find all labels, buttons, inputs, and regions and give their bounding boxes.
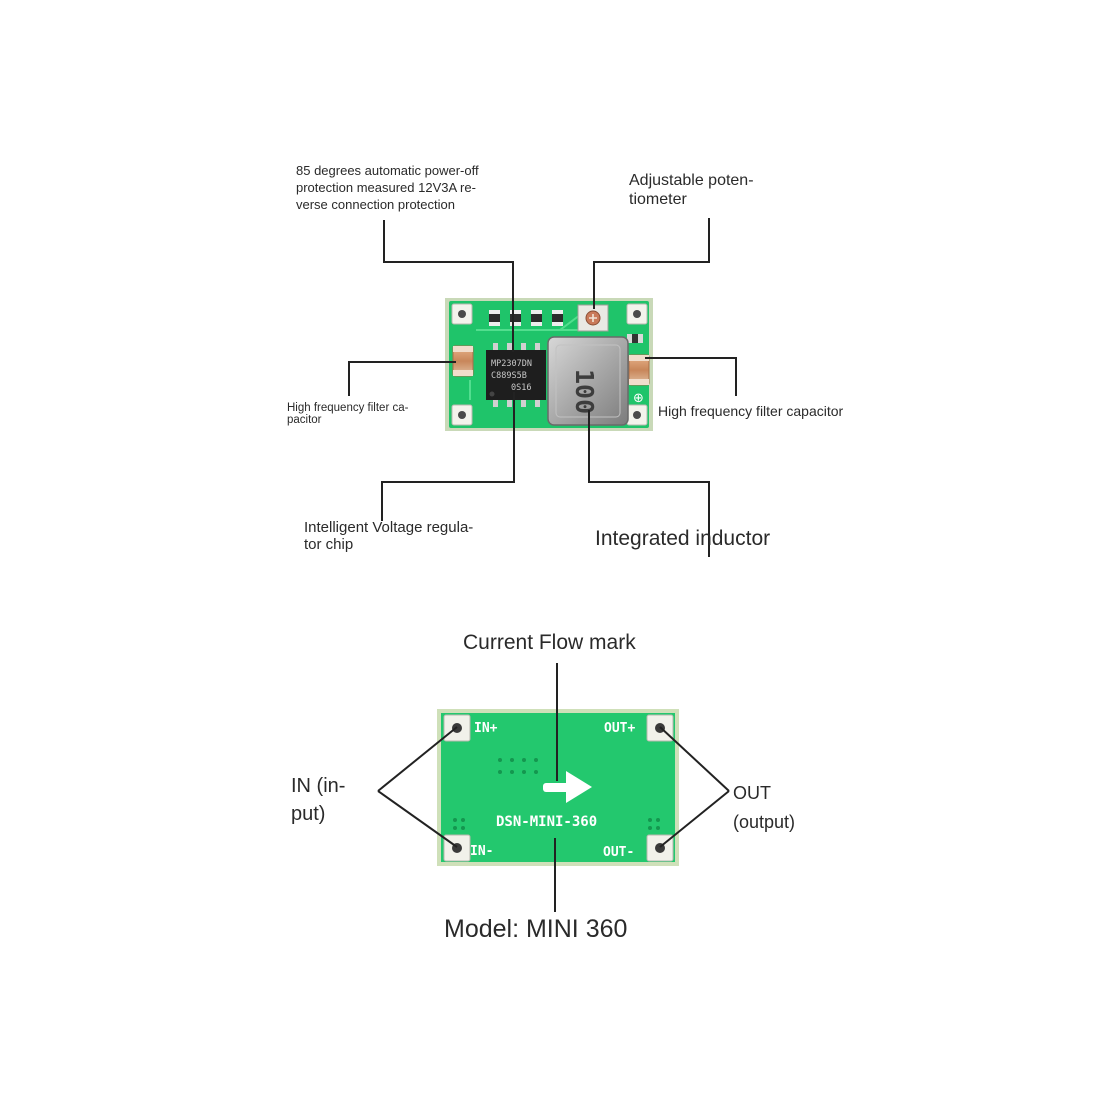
- leader-lines: [348, 218, 737, 912]
- leader-in-plus: [377, 726, 458, 792]
- chip-marking-1: MP2307DN: [491, 359, 532, 369]
- chip-marking-3: 0S16: [511, 383, 531, 393]
- label-input: IN (in- put): [291, 775, 346, 825]
- leader-out-minus: [659, 790, 730, 848]
- pin-in-plus: IN+: [474, 721, 498, 736]
- pin-in-minus: IN-: [470, 844, 493, 859]
- leader-cap-right: [645, 357, 737, 396]
- label-inductor: Integrated inductor: [595, 527, 771, 550]
- voltage-regulator-chip: MP2307DN C889S5B 0S16: [486, 343, 546, 407]
- label-potentiometer: Adjustable poten- tiometer: [629, 172, 754, 208]
- label-current-flow: Current Flow mark: [463, 631, 636, 654]
- label-chip: Intelligent Voltage regula- tor chip: [304, 519, 474, 553]
- chip-marking-2: C889S5B: [491, 371, 527, 381]
- pin-out-minus: OUT-: [603, 845, 634, 860]
- label-capacitor-left: High frequency filter ca- pacitor: [287, 402, 409, 426]
- model-silkscreen: DSN-MINI-360: [496, 814, 597, 830]
- pin-out-plus: OUT+: [604, 721, 635, 736]
- leader-chip: [381, 392, 515, 521]
- inductor: 100: [547, 336, 629, 426]
- label-protection: 85 degrees automatic power-off protectio…: [296, 163, 479, 212]
- label-output: OUT (output): [733, 783, 796, 832]
- leader-protection: [383, 220, 514, 352]
- current-flow-arrow: [543, 771, 592, 803]
- polarity-mark: ⊕: [633, 391, 644, 406]
- leader-out-plus: [659, 726, 730, 792]
- capacitor-right: [628, 354, 650, 386]
- pcb-back-board: IN+ OUT+ IN- OUT- DSN-MINI-360: [437, 709, 679, 866]
- leader-inductor: [588, 410, 710, 557]
- leader-in-minus: [377, 790, 458, 848]
- pcb-front-board: MP2307DN C889S5B 0S16 100 ⊕: [445, 298, 653, 431]
- potentiometer: [577, 304, 609, 332]
- inductor-value: 100: [570, 369, 599, 414]
- leader-potentiometer: [593, 218, 710, 309]
- leader-cap-left: [348, 361, 456, 396]
- label-model: Model: MINI 360: [444, 915, 628, 943]
- smd-resistors: [489, 310, 643, 343]
- label-capacitor-right: High frequency filter capacitor: [658, 403, 844, 419]
